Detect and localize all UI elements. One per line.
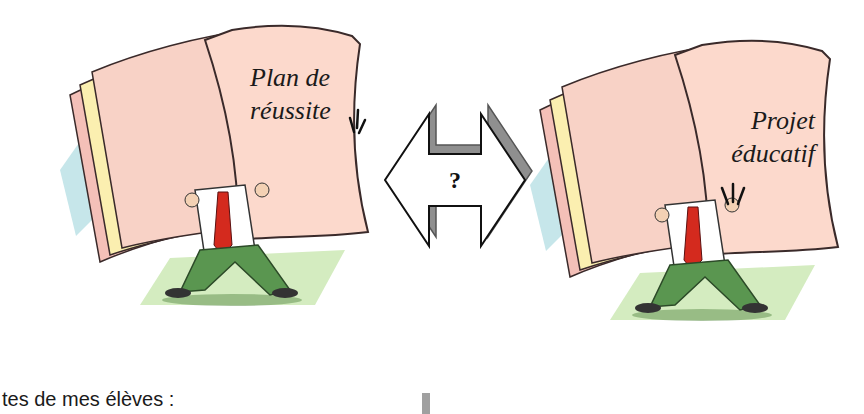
folder-illustration — [60, 26, 368, 306]
edge-label: ? — [446, 167, 464, 193]
illustration-part — [722, 188, 728, 204]
grey-bar — [422, 393, 430, 414]
folder-node: Plan de réussite — [55, 25, 385, 335]
double-arrow — [385, 114, 525, 246]
illustration-part — [350, 118, 354, 132]
illustration-part — [357, 110, 358, 128]
illustration-part — [732, 184, 735, 202]
illustration-part — [738, 188, 744, 204]
illustration-part — [359, 120, 365, 133]
folder-label: Plan de réussite — [250, 62, 350, 127]
folder-label: Projet éducatif — [700, 105, 815, 170]
folder-node: Projet éducatif — [525, 25, 845, 335]
folder-illustration — [530, 41, 838, 321]
note-text: tes de mes élèves : — [2, 388, 174, 410]
